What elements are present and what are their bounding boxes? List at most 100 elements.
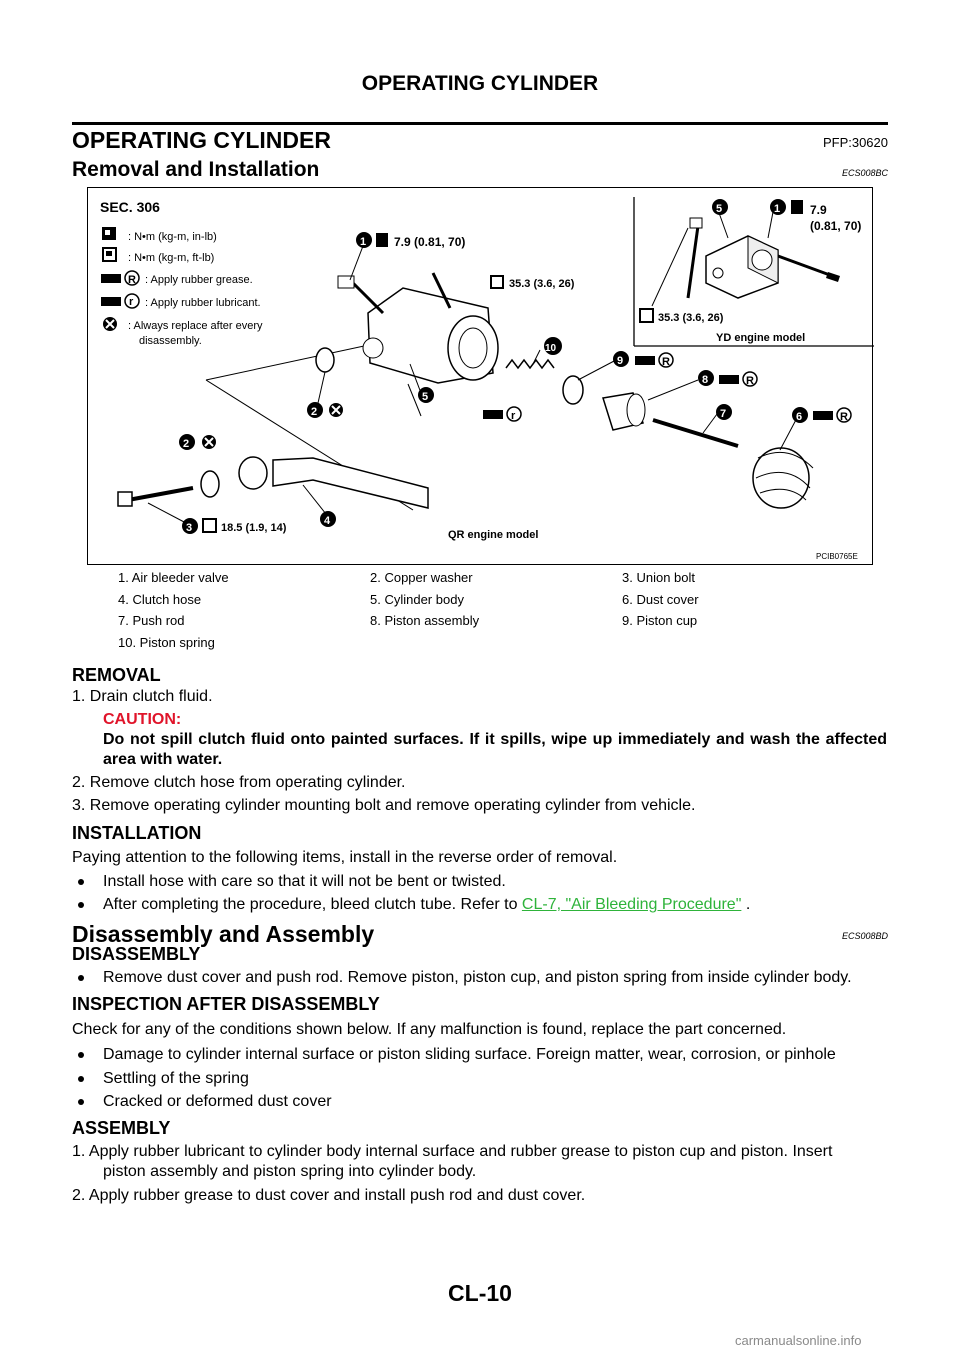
exploded-view-figure: SEC. 306 R r : N•m (kg-m, in-lb) : N•m (…: [87, 187, 874, 565]
torque-callout-3: 18.5 (1.9, 14): [221, 522, 287, 534]
legend-row: 4. Clutch hose 5. Cylinder body 6. Dust …: [118, 592, 878, 614]
bullet-text-end: .: [741, 896, 751, 913]
legend-cell: 6. Dust cover: [622, 591, 699, 607]
svg-text:10: 10: [545, 343, 557, 354]
legend-cell: 8. Piston assembly: [370, 613, 480, 628]
bullet-text: Install hose with care so that it will n…: [103, 873, 506, 890]
page-header-title: OPERATING CYLINDER: [361, 72, 599, 95]
section3-title: Disassembly and Assembly ECS008BD: [72, 921, 888, 948]
section-title-text: OPERATING CYLINDER: [72, 127, 331, 153]
grease-icon-6: [813, 411, 833, 420]
legend-cell: 7. Push rod: [118, 613, 185, 628]
svg-text:r: r: [129, 296, 134, 308]
lubricant-r-icon: r: [101, 293, 140, 309]
bullet-text: Cracked or deformed dust cover: [103, 1093, 332, 1110]
removal-step-2: 2. Remove clutch hose from operating cyl…: [72, 774, 406, 791]
grease-icon-8: [719, 375, 739, 384]
svg-text:6: 6: [796, 411, 802, 423]
legend-cell: 5. Cylinder body: [370, 591, 464, 607]
replace-icon: [103, 317, 117, 331]
callout-8: 8: [698, 370, 714, 386]
svg-text:3: 3: [186, 522, 192, 534]
legend-text-4: : Apply rubber lubricant.: [145, 297, 261, 309]
r-badge-9: R: [658, 352, 674, 368]
caution-label: CAUTION:: [103, 711, 182, 728]
bullet-text: Settling of the spring: [103, 1070, 249, 1087]
watermark: carmanualsonline.info: [735, 1333, 862, 1348]
grease-R-icon: R: [101, 270, 140, 286]
section-title: OPERATING CYLINDER PFP:30620: [72, 127, 888, 154]
assembly-step-1a: 1. Apply rubber lubricant to cylinder bo…: [72, 1143, 833, 1160]
legend-row: 1. Air bleeder valve 2. Copper washer 3.…: [118, 570, 878, 592]
bullet-icon: [78, 1052, 84, 1058]
legend-cell: 9. Piston cup: [622, 613, 698, 628]
yd-callout-5: [712, 199, 728, 215]
svg-text:9: 9: [617, 355, 623, 367]
torque-icon-1: [376, 233, 388, 247]
assembly-heading: ASSEMBLY: [72, 1118, 171, 1138]
subsection-title-text: Removal and Installation: [72, 158, 320, 181]
bullet-text: Remove dust cover and push rod. Remove p…: [103, 969, 852, 986]
header-rule: [72, 122, 888, 125]
qr-drawing: [117, 245, 814, 524]
svg-text:1: 1: [360, 236, 366, 248]
bullet-text: Damage to cylinder internal surface or p…: [103, 1046, 836, 1063]
legend-cell: 2. Copper washer: [370, 570, 473, 585]
installation-intro: Paying attention to the following items,…: [72, 849, 618, 866]
inspection-bullet-3: Cracked or deformed dust cover: [78, 1092, 332, 1112]
torque-callout-353: 35.3 (3.6, 26): [509, 278, 575, 290]
callout-9: 9: [613, 351, 629, 367]
air-bleeding-link[interactable]: CL-7, "Air Bleeding Procedure": [521, 896, 742, 913]
svg-text:7: 7: [720, 408, 726, 420]
parts-legend: 1. Air bleeder valve 2. Copper washer 3.…: [118, 570, 878, 656]
callout-4: 4: [320, 511, 336, 527]
bullet-icon: [78, 975, 84, 981]
assembly-step-2: 2. Apply rubber grease to dust cover and…: [72, 1187, 586, 1204]
bullet-icon: [78, 1099, 84, 1105]
bullet-icon: [78, 879, 84, 885]
section3-title-text: Disassembly and Assembly: [72, 921, 375, 947]
yd-callout-1: [770, 199, 786, 215]
yd-wrench-icon: [639, 308, 654, 323]
open-wrench-icon: [102, 247, 117, 262]
grease-icon-9: [635, 356, 655, 365]
svg-text:R: R: [128, 274, 136, 286]
page-number: CL-10: [448, 1280, 512, 1306]
figure-id: PCIB0765E: [816, 552, 858, 561]
disassembly-heading: DISASSEMBLY: [72, 944, 201, 964]
bullet-text: After completing the procedure, bleed cl…: [103, 896, 522, 913]
callout-10: 10: [544, 337, 562, 355]
callout-5: 5: [418, 387, 434, 403]
svg-text:5: 5: [716, 203, 722, 215]
torque-wrench-icon: [102, 227, 116, 240]
installation-bullet-2: After completing the procedure, bleed cl…: [78, 895, 888, 915]
svg-text:4: 4: [324, 515, 331, 527]
legend-cell: 3. Union bolt: [622, 570, 695, 585]
inspection-heading: INSPECTION AFTER DISASSEMBLY: [72, 994, 380, 1014]
yd-inset: [633, 197, 874, 347]
wrench-icon-3: [202, 518, 217, 533]
callout-1: 1: [356, 232, 372, 248]
svg-text:1: 1: [774, 203, 780, 215]
removal-step-1: 1. Drain clutch fluid.: [72, 688, 213, 705]
svg-text:5: 5: [422, 391, 428, 403]
legend-text-2: : N•m (kg-m, ft-lb): [128, 252, 214, 264]
legend-cell: 10. Piston spring: [118, 634, 215, 650]
lubricant-icon-5: [483, 410, 503, 419]
r-badge-6: R: [836, 407, 852, 423]
legend-text-1: : N•m (kg-m, in-lb): [128, 231, 217, 243]
yd-torque-icon: [791, 200, 803, 214]
assembly-step-1b: piston assembly and piston spring into c…: [103, 1163, 477, 1180]
bullet-icon: [78, 902, 84, 908]
legend-text-5: : Always replace after every: [128, 320, 263, 332]
installation-bullet-1: Install hose with care so that it will n…: [78, 872, 888, 892]
legend-row: 7. Push rod 8. Piston assembly 9. Piston…: [118, 613, 878, 635]
wrench-icon-353: [490, 275, 504, 289]
svg-text:R: R: [746, 375, 754, 387]
svg-text:R: R: [662, 356, 670, 368]
torque-callout-1: 7.9 (0.81, 70): [394, 235, 465, 249]
r-badge-lub: r: [506, 406, 522, 422]
yd-torque-353: 35.3 (3.6, 26): [658, 312, 724, 324]
svg-text:R: R: [840, 411, 848, 423]
callout-2a: 2: [307, 402, 323, 418]
